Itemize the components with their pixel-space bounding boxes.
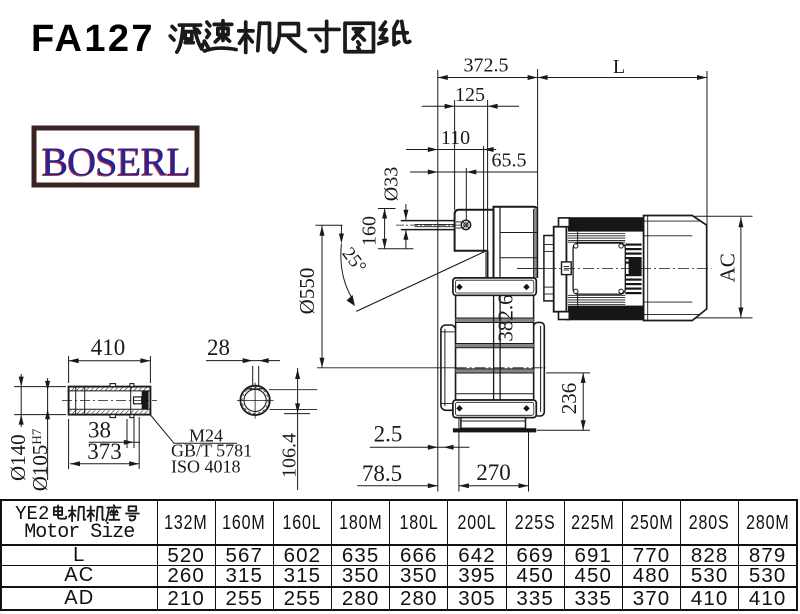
svg-text:38: 38: [88, 418, 111, 443]
svg-text:BOSERL: BOSERL: [41, 140, 190, 185]
svg-text:106.4: 106.4: [279, 433, 301, 478]
svg-text:Ø550: Ø550: [295, 268, 319, 315]
svg-text:270: 270: [476, 460, 511, 485]
svg-text:78.5: 78.5: [362, 461, 402, 486]
svg-text:65.5: 65.5: [492, 150, 527, 172]
svg-text:410: 410: [91, 335, 126, 360]
svg-text:ISO 4018: ISO 4018: [171, 457, 241, 477]
svg-text:M24: M24: [189, 426, 223, 446]
svg-text:Ø33: Ø33: [381, 167, 403, 201]
svg-text:L: L: [613, 56, 625, 78]
svg-text:372.5: 372.5: [464, 55, 509, 77]
svg-text:110: 110: [441, 127, 470, 149]
svg-text:28: 28: [207, 335, 230, 360]
svg-text:125: 125: [455, 84, 485, 106]
svg-text:AC: AC: [715, 253, 739, 282]
svg-text:2.5: 2.5: [374, 422, 403, 447]
svg-text:373: 373: [87, 439, 122, 464]
svg-text:Ø105H7: Ø105H7: [28, 428, 52, 491]
svg-text:Ø140: Ø140: [6, 434, 30, 481]
svg-text:BOSERL: BOSERL: [42, 139, 191, 184]
svg-text:GB/T 5781: GB/T 5781: [171, 441, 252, 461]
svg-text:160: 160: [359, 216, 381, 246]
svg-text:236: 236: [557, 383, 581, 415]
svg-text:382.6: 382.6: [493, 294, 517, 341]
svg-text:FA127: FA127: [31, 18, 155, 60]
